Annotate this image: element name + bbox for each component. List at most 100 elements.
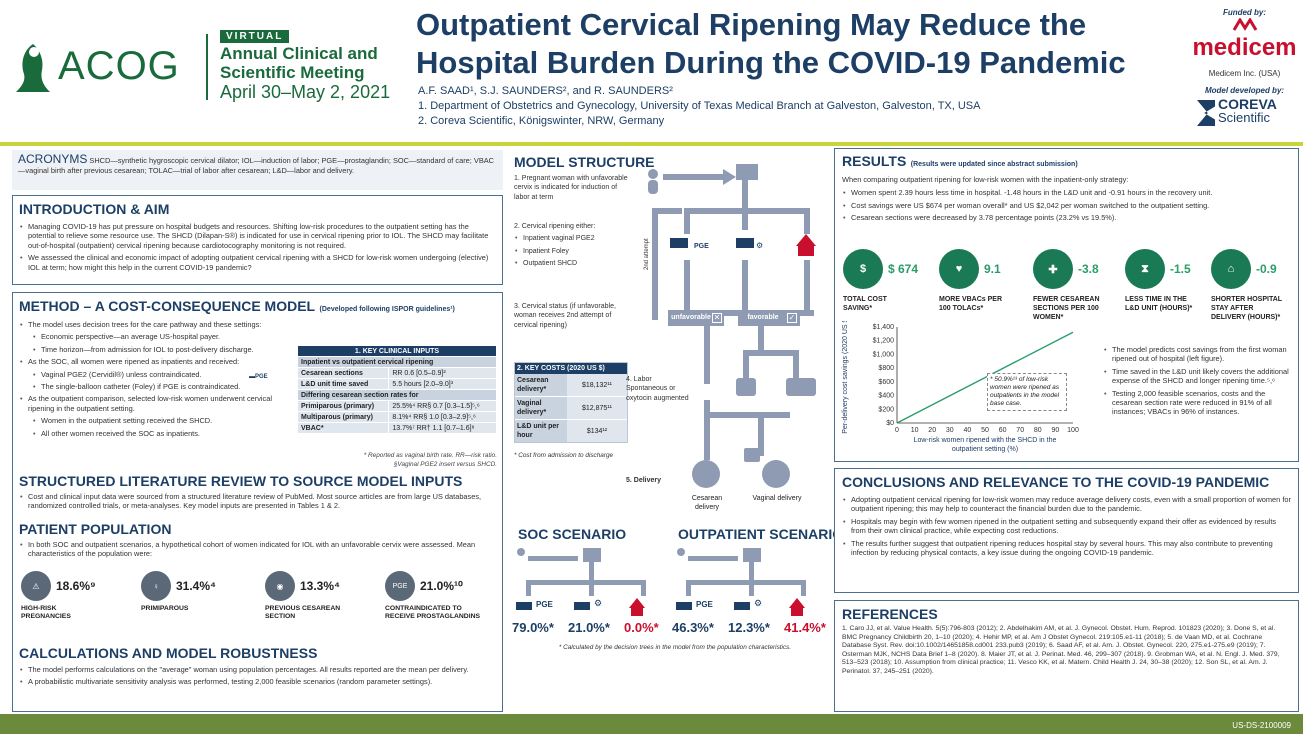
key-costs-title: 2. KEY COSTS (2020 US $) [515, 363, 627, 374]
method-bullet-3b: All other women received the SOC as inpa… [19, 429, 289, 439]
population-bullet: In both SOC and outpatient scenarios, a … [19, 540, 497, 559]
table-row: Primiparous (primary)25.5%⁴ RR§ 0.7 [0.3… [296, 400, 497, 412]
y-tick-label: $1,200 [873, 338, 895, 345]
kpi-ld-time: ⧗ -1.5 LESS TIME IN THE L&D UNIT (HOURS)… [1125, 249, 1215, 313]
population-stat-primiparous: ♀ 31.4%⁴ PRIMIPAROUS [141, 571, 251, 613]
model-step-2-text: 2. Cervical ripening either: [514, 223, 596, 230]
flow-arrow [526, 580, 531, 596]
funded-by-label: Funded by: [1222, 8, 1267, 17]
results-title-note: (Results were updated since abstract sub… [910, 161, 1078, 168]
title-line2: Hospital Burden During the COVID-19 Pand… [416, 45, 1126, 80]
home-icon [796, 234, 816, 246]
table-row: L&D unit per hour $134¹² [515, 420, 627, 442]
gear-icon: ⚙ [754, 598, 763, 608]
calc-bullet-1: The model performs calculations on the "… [19, 665, 497, 675]
method-bullet-1: The model uses decision trees for the ca… [19, 320, 289, 330]
table-cell: L&D unit per hour [515, 420, 567, 442]
method-bullet-2b: The single-balloon catheter (Foley) if P… [19, 382, 289, 392]
x-tick-label: 50 [981, 427, 989, 434]
medicem-logo-icon [1232, 18, 1258, 31]
out-value-outpatient: 41.4%* [784, 620, 826, 635]
woman-icon [677, 548, 685, 556]
acronyms-text: SHCD—synthetic hygroscopic cervical dila… [18, 156, 495, 175]
flow-arrow [688, 556, 738, 561]
flow-arrow [743, 350, 749, 378]
meeting-dates: April 30–May 2, 2021 [220, 82, 391, 102]
soc-value-outpatient: 0.0%* [624, 620, 659, 635]
table-cell: $134¹² [567, 420, 627, 442]
home-icon-body [798, 246, 814, 256]
references-title: REFERENCES [842, 606, 938, 622]
model-step-3: 3. Cervical status (if unfavorable, woma… [514, 303, 616, 329]
model-flow-diagram: 2nd attempt PGE ⚙ [644, 164, 816, 462]
model-structure-title: MODEL STRUCTURE [514, 154, 655, 170]
bed-icon [516, 602, 532, 610]
table-cell: RR 0.6 [0.5–0.9]² [388, 367, 497, 379]
intro-bullet-1: Managing COVID-19 has put pressure on ho… [19, 222, 496, 250]
flow-arrow [704, 326, 710, 384]
developer-logo: COREVA Scientific [1218, 96, 1303, 125]
flow-arrow [793, 350, 799, 378]
soc-value-foley: 21.0%* [568, 620, 610, 635]
header-accent-bar [0, 142, 1303, 146]
y-tick-label: $0 [886, 420, 894, 427]
out-value-pge: 46.3%* [672, 620, 714, 635]
method-panel: METHOD – A COST-CONSEQUENCE MODEL (Devel… [12, 292, 503, 712]
lit-review-bullet: Cost and clinical input data were source… [19, 492, 497, 511]
flow-arrow [663, 174, 725, 180]
unfavorable-label: unfavorable [671, 314, 711, 321]
stat-value: 13.3%⁴ [300, 579, 340, 593]
method-bullet-1b: Time horizon—from admission for IOL to p… [19, 345, 289, 355]
references-text: 1. Caro JJ, et al. Value Health. 5(5):79… [842, 625, 1280, 675]
kpi-icon-glyph: ⧗ [1141, 262, 1149, 275]
intro-panel: INTRODUCTION & AIM Managing COVID-19 has… [12, 195, 503, 285]
x-tick-label: 20 [928, 427, 936, 434]
scenarios-note: * Calculated by the decision trees in th… [558, 644, 792, 651]
developer-line2: Scientific [1218, 110, 1271, 125]
meeting-line2: Scientific Meeting [220, 63, 365, 82]
table-cell: $12,875¹¹ [567, 397, 627, 419]
flow-arrow [749, 562, 754, 584]
kpi-value: $ 674 [888, 262, 919, 276]
method-bullet-1a: Economic perspective—an average US-hospi… [19, 332, 289, 342]
x-tick-label: 30 [946, 427, 954, 434]
pregnant-woman-body [648, 180, 658, 194]
table-cell: Vaginal delivery* [515, 397, 567, 419]
affiliation-2: 2. Coreva Scientific, Königswinter, NRW,… [418, 115, 665, 127]
model-step-2b: Inpatient Foley [514, 247, 632, 257]
bed-icon [574, 602, 590, 610]
meeting-name: Annual Clinical and Scientific Meeting [220, 44, 400, 82]
flow-arrow-head [723, 169, 736, 185]
pge-label: PGE [694, 243, 709, 250]
chart-annotation: * 50.9%¹³ of low-risk women were ripened… [987, 373, 1067, 411]
table-cell: Primiparous (primary) [296, 400, 390, 412]
gear-icon: ⚙ [756, 241, 763, 250]
y-tick-label: $400 [878, 393, 894, 400]
outpatient-scenario-title: OUTPATIENT SCENARIO [678, 526, 844, 542]
developer-line1: COREVA [1218, 96, 1277, 112]
home-icon [629, 598, 645, 608]
results-side-3: Testing 2,000 feasible scenarios, costs … [1103, 389, 1293, 417]
y-axis-label: Per-delivery cost savings (2020 US $) [842, 321, 849, 434]
meeting-line1: Annual Clinical and [220, 44, 378, 63]
pregnant-woman-icon [648, 169, 658, 179]
kpi-label: SHORTER HOSPITAL STAY AFTER DELIVERY (HO… [1211, 296, 1282, 321]
kpi-cesarean: ✚ -3.8 FEWER CESAREAN SECTIONS PER 100 W… [1033, 249, 1123, 322]
population-title: PATIENT POPULATION [19, 521, 172, 537]
flow-arrow [589, 580, 594, 596]
conclusions-bullet-2: Hospitals may begin with few women ripen… [842, 517, 1291, 536]
table-note-1: * Reported as vaginal birth rate. RR—ris… [363, 452, 497, 459]
vaginal-label: Vaginal delivery [752, 495, 802, 502]
flow-arrow [804, 208, 810, 234]
hospital-stay-icon: ⌂ [1211, 249, 1251, 289]
warning-icon: ⚠ [21, 571, 51, 601]
kpi-value: -3.8 [1078, 262, 1099, 276]
table-notes: * Reported as vaginal birth rate. RR—ris… [297, 451, 497, 469]
table-cell: 13.7%⁷ RR† 1.1 [0.7–1.6]⁸ [388, 422, 497, 434]
x-tick-label: 90 [1052, 427, 1060, 434]
hospital-icon [583, 548, 601, 562]
sponsor-subtitle: Medicem Inc. (USA) [1208, 69, 1281, 78]
flow-arrow [526, 580, 646, 585]
stat-label: PREGNANCIES [21, 613, 71, 620]
unchecked-box-icon: ✕ [712, 313, 722, 323]
